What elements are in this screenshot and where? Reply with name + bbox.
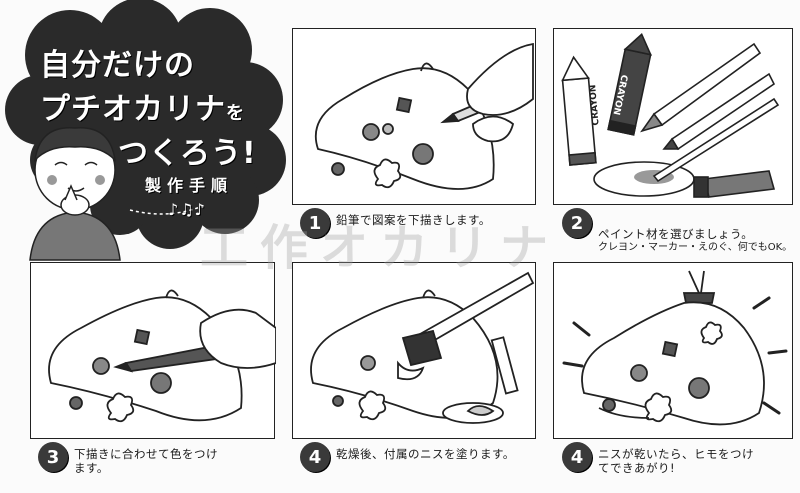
step-1-illustration <box>314 42 534 190</box>
crayon-label-1: CRAYON <box>588 84 602 126</box>
title-area: 自分だけの プチオカリナを つくろう! 製作手順 ♪♫♪ <box>0 0 290 265</box>
step-5-caption: 4 ニスが乾いたら、ヒモをつけ てできあがり! <box>562 442 798 475</box>
step-5-text: ニスが乾いたら、ヒモをつけ てできあがり! <box>598 447 754 475</box>
step-4-number: 4 <box>300 442 330 472</box>
step-3-number: 3 <box>38 442 68 472</box>
title-line-2: プチオカリナを <box>40 84 245 128</box>
step-2-text-block: ペイント材を選びましょう。 クレヨン・マーカー・えのぐ、何でもOK。 <box>598 208 792 269</box>
step-1-number: 1 <box>300 208 330 238</box>
step-3-panel <box>30 262 276 439</box>
step-2-subtext: クレヨン・マーカー・えのぐ、何でもOK。 <box>598 242 793 253</box>
title-line-3: つくろう! <box>118 136 257 171</box>
title-line-2-particle: を <box>226 103 245 124</box>
title-line-1: 自分だけの <box>40 48 195 83</box>
step-2-panel: CRAYON CRAYON <box>553 28 793 205</box>
step-4-panel <box>292 262 536 439</box>
step-5-number: 4 <box>562 442 592 472</box>
procedure-label: 製作手順 <box>145 176 234 195</box>
step-1-caption: 1 鉛筆で図案を下描きします。 <box>300 208 540 238</box>
child-illustration <box>29 127 121 261</box>
step-2-number: 2 <box>562 208 592 238</box>
step-4-caption: 4 乾燥後、付属のニスを塗ります。 <box>300 442 540 472</box>
step-5-panel <box>553 262 793 439</box>
step-2-caption: 2 ペイント材を選びましょう。 クレヨン・マーカー・えのぐ、何でもOK。 <box>562 208 798 269</box>
step-1-text: 鉛筆で図案を下描きします。 <box>336 213 491 227</box>
step-5-illustration <box>562 270 788 426</box>
step-1-panel <box>292 28 536 205</box>
title-cloud-illustration <box>5 0 286 261</box>
title-line-2-main: プチオカリナ <box>40 92 226 127</box>
step-4-text: 乾燥後、付属のニスを塗ります。 <box>336 447 515 461</box>
step-4-illustration <box>310 271 535 424</box>
music-notes: ♪♫♪ <box>168 200 206 219</box>
step-3-text: 下描きに合わせて色をつけ ます。 <box>74 447 218 475</box>
step-2-text: ペイント材を選びましょう。 <box>598 227 754 241</box>
step-2-illustration: CRAYON CRAYON <box>561 32 780 198</box>
step-3-caption: 3 下描きに合わせて色をつけ ます。 <box>38 442 283 475</box>
step-3-illustration <box>48 289 276 423</box>
